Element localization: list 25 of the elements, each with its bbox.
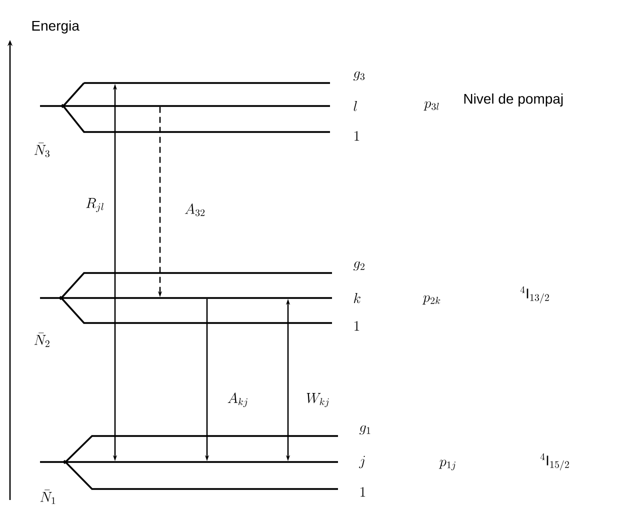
formula-label: $^4\mathrm{I}_{15/2}$: [540, 453, 569, 470]
edge-label: $A_{kj}$: [228, 392, 248, 408]
level-label: $j$: [359, 456, 365, 468]
edge-label: $A_{32}$: [184, 204, 205, 216]
formula-label: $g_1$: [359, 425, 370, 435]
formula-label: $p_{3l}$: [424, 101, 439, 110]
formula-label: $1$: [360, 487, 366, 497]
level-label: $g_3$: [353, 71, 365, 81]
formula-label: $^4\mathrm{I}_{13/2}$: [520, 286, 549, 304]
text-label: Nivel de pompaj: [464, 93, 563, 107]
formula-label: $1$: [354, 321, 360, 331]
energy-level-line: [61, 82, 330, 108]
formula-label: $\bar{N}_1$: [40, 490, 56, 504]
edge-label: $W_{kj}$: [306, 393, 329, 408]
formula-label: $\bar{N}_3$: [34, 142, 50, 158]
edge-label: $R_{jl}$: [86, 198, 104, 212]
level-label: $k$: [354, 293, 360, 304]
formula-label: $\bar{N}_2$: [34, 332, 50, 347]
text-label: Energia: [32, 20, 80, 34]
energy-level-line: [40, 105, 330, 107]
level-label: $l$: [354, 101, 357, 112]
formula-label: $p_{1j}$: [438, 460, 456, 470]
formula-label: $1$: [354, 131, 360, 141]
formula-label: $p_{2k}$: [422, 295, 440, 304]
formula-label: $g_2$: [353, 261, 364, 271]
